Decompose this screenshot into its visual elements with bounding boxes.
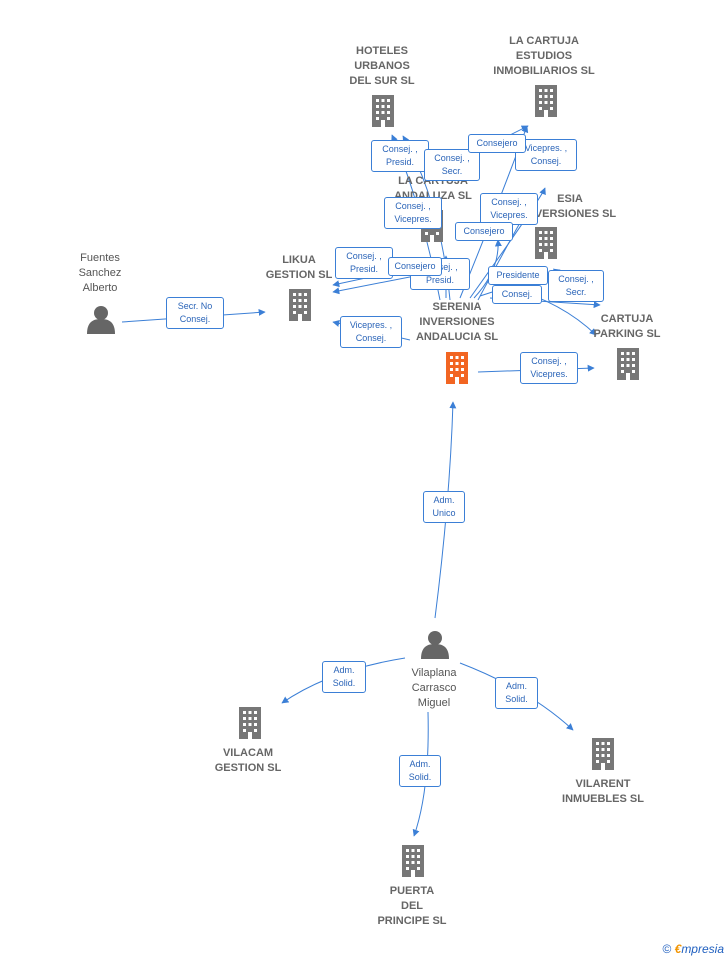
role-label: Adm. Solid.: [495, 677, 538, 709]
person-label-vilaplana[interactable]: Vilaplana Carrasco Miguel: [411, 667, 457, 709]
role-label: Adm. Solid.: [399, 755, 441, 787]
role-label: Consejero: [455, 222, 513, 241]
role-label: Vicepres. , Consej.: [340, 316, 402, 348]
building-icon-likua: [289, 289, 311, 321]
role-label: Secr. No Consej.: [166, 297, 224, 329]
building-icon-puerta: [402, 845, 424, 877]
building-icon-vilarent: [592, 738, 614, 770]
node-label-hoteles[interactable]: HOTELES URBANOS DEL SUR SL: [349, 45, 415, 87]
node-label-vilarent[interactable]: VILARENT INMUEBLES SL: [562, 778, 644, 805]
node-label-esia[interactable]: ESIA INVERSIONES SL: [523, 193, 617, 220]
edge-serenia-likua-2: [332, 274, 421, 295]
node-label-estudios[interactable]: LA CARTUJA ESTUDIOS INMOBILIARIOS SL: [493, 35, 595, 77]
copyright-icon: ©: [662, 942, 672, 956]
node-label-puerta[interactable]: PUERTA DEL PRINCIPE SL: [377, 885, 447, 927]
role-label: Consej. , Presid.: [335, 247, 393, 279]
node-label-serenia[interactable]: SERENIA INVERSIONES ANDALUCIA SL: [415, 301, 499, 343]
role-label: Consej. , Vicepres.: [384, 197, 442, 229]
building-icon-esia: [535, 227, 557, 259]
role-label: Adm. Solid.: [322, 661, 366, 693]
building-icon-estudios: [535, 85, 557, 117]
person-icon-fuentes: [87, 306, 115, 334]
role-label: Consej. , Vicepres.: [520, 352, 578, 384]
role-label: Consejero: [468, 134, 526, 153]
brand-logo-e: €: [674, 942, 682, 956]
role-label: Consejero: [388, 257, 442, 276]
building-icon-parking: [617, 348, 639, 380]
person-label-fuentes[interactable]: Fuentes Sanchez Alberto: [78, 252, 122, 294]
building-icon-hoteles: [372, 95, 394, 127]
role-label: Adm. Unico: [423, 491, 465, 523]
brand-name: mpresia: [681, 942, 724, 956]
role-label: Consej.: [492, 285, 542, 304]
role-label: Consej. , Vicepres.: [480, 193, 538, 225]
node-label-likua[interactable]: LIKUA GESTION SL: [265, 254, 333, 281]
node-label-vilacam[interactable]: VILACAM GESTION SL: [214, 747, 282, 774]
building-icon-vilacam: [239, 707, 261, 739]
role-label: Consej. , Secr.: [424, 149, 480, 181]
role-label: Consej. , Secr.: [548, 270, 604, 302]
node-label-parking[interactable]: CARTUJA PARKING SL: [593, 313, 661, 340]
main-building-icon: [446, 352, 468, 384]
footer-brand: © €mpresia: [662, 942, 724, 956]
role-label: Consej. , Presid.: [371, 140, 429, 172]
edges: [121, 125, 601, 837]
role-label: Presidente: [488, 266, 548, 285]
person-icon-vilaplana: [421, 631, 449, 659]
